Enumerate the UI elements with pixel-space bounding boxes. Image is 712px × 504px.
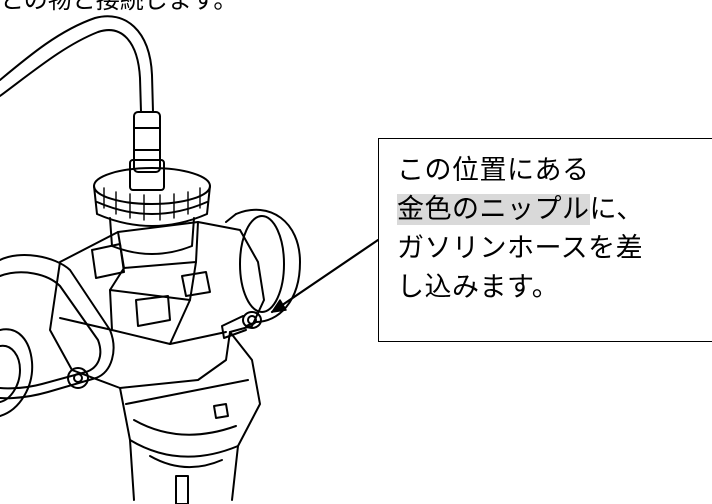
leader-arrowhead <box>271 299 287 313</box>
cable-fitting <box>133 111 161 173</box>
leader-line <box>270 238 380 314</box>
callout-line-2: 金色のニップルに、 <box>397 190 712 229</box>
gold-nipple <box>242 311 262 329</box>
float-bowl <box>119 331 261 458</box>
cable-outer <box>0 15 154 113</box>
carb-body <box>49 221 265 389</box>
gold-nipple-highlight: 金色のニップル <box>397 194 590 225</box>
drain-screw <box>175 475 189 504</box>
mount-bolt <box>67 367 89 389</box>
callout-line-1: この位置にある <box>397 155 590 186</box>
top-caption-text: との物と接続します。 <box>0 0 238 14</box>
callout-line-4: し込みます。 <box>397 272 560 303</box>
top-cap <box>93 167 211 205</box>
cable-inner <box>0 29 142 113</box>
instruction-callout: この位置にある 金色のニップルに、 ガソリンホースを差 し込みます。 <box>378 138 712 342</box>
left-manifold <box>0 254 115 400</box>
callout-line-2-rest: に、 <box>589 194 644 225</box>
callout-line-3: ガソリンホースを差 <box>397 233 644 264</box>
